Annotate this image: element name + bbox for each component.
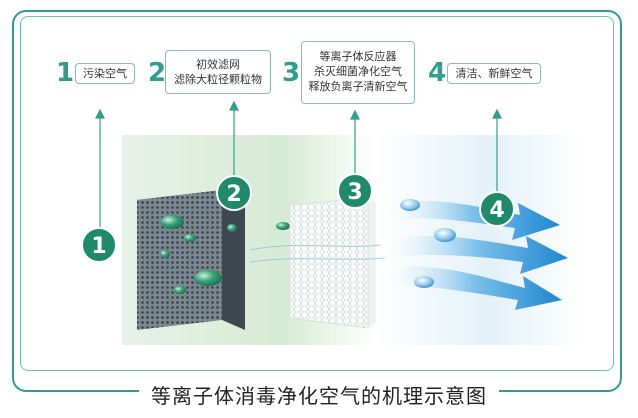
step-3-label: 等离子体反应器 杀灭细菌净化空气 释放负离子清新空气 (301, 41, 415, 104)
step-2-label: 初效滤网 滤除大粒径颗粒物 (165, 50, 271, 94)
marker-3 (337, 173, 373, 209)
inner-frame (20, 16, 614, 371)
ion (400, 199, 420, 211)
step-2-line-1: 初效滤网 (196, 58, 240, 71)
particle (194, 270, 222, 286)
marker-3-text: 3 (347, 180, 362, 205)
step-3-number: 3 (282, 58, 301, 88)
pointer-arrows (95, 100, 502, 230)
step-4-label: 清洁、新鲜空气 (447, 63, 541, 84)
ion (414, 276, 434, 288)
primary-filter (137, 190, 245, 330)
pointer-head-3 (350, 109, 360, 120)
particle (184, 234, 196, 242)
step-1-number: 1 (56, 58, 75, 88)
pointer-head-4 (492, 108, 502, 119)
particle (174, 286, 186, 294)
marker-4 (479, 191, 515, 227)
marker-2 (216, 175, 252, 211)
step-2-number: 2 (148, 58, 167, 88)
pointer-head-2 (229, 100, 239, 111)
air-arrow (385, 200, 560, 240)
particle (160, 250, 170, 258)
step-3-line-1: 等离子体反应器 (319, 50, 397, 63)
pointer-head-1 (95, 108, 105, 119)
marker-2-text: 2 (226, 182, 241, 207)
flow-lines (249, 244, 386, 263)
caption-text: 等离子体消毒净化空气的机理示意图 (139, 382, 499, 410)
step-1-label: 污染空气 (75, 63, 135, 84)
marker-4-text: 4 (489, 198, 504, 223)
plasma-reactor-panel (289, 197, 376, 329)
step-2-line-2: 滤除大粒径颗粒物 (174, 73, 262, 86)
air-arrow (385, 235, 568, 274)
particle (160, 215, 184, 229)
step-4-number: 4 (428, 58, 447, 88)
step-4-line-1: 清洁、新鲜空气 (455, 67, 533, 80)
ion (434, 228, 456, 242)
markers: 1 2 3 4 (81, 173, 515, 263)
step-3-line-2: 杀灭细菌净化空气 (314, 65, 402, 78)
particle (227, 224, 237, 232)
marker-1 (81, 227, 117, 263)
caption: 等离子体消毒净化空气的机理示意图 (0, 382, 638, 410)
step-1-line-1: 污染空气 (83, 67, 127, 80)
negative-ions (400, 199, 456, 288)
step-3-line-3: 释放负离子清新空气 (308, 80, 408, 93)
marker-1-text: 1 (91, 234, 106, 259)
particle (276, 222, 290, 230)
